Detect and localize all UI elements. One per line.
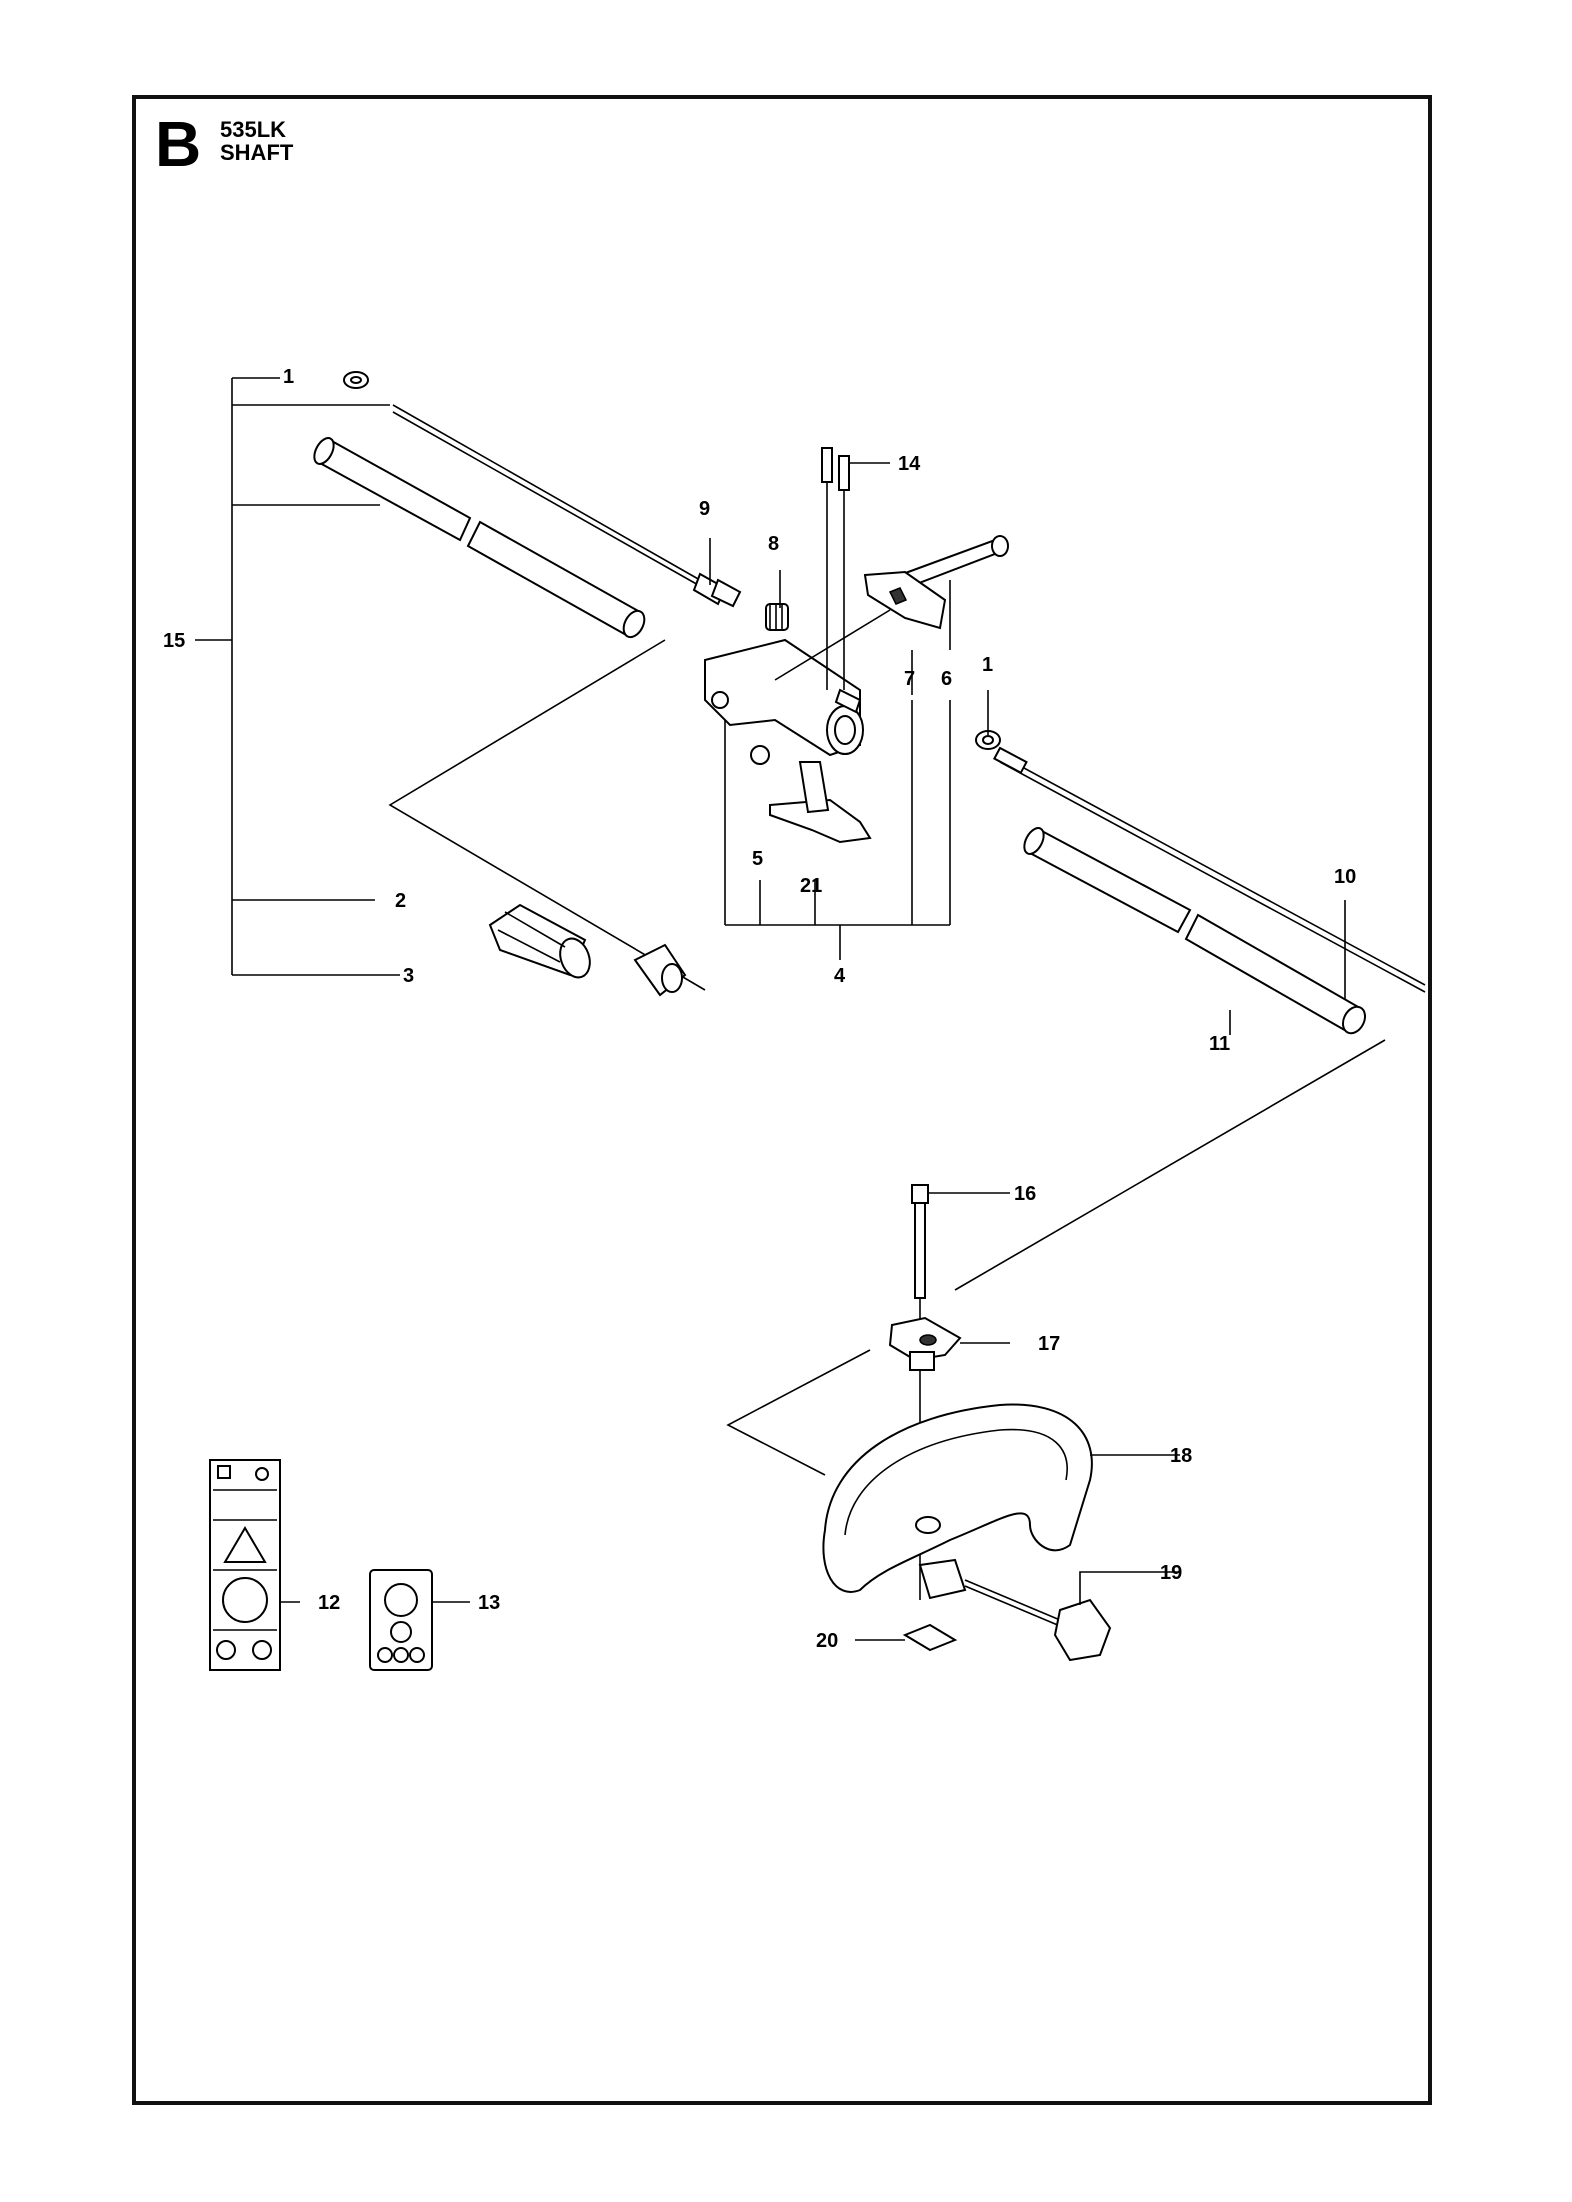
decal-13 (369, 1569, 470, 1671)
callout-4: 4 (834, 965, 846, 987)
drive-shaft-upper (392, 404, 742, 608)
diagram-frame (132, 95, 1432, 2105)
callout-5: 5 (752, 848, 763, 870)
square-nut-20 (855, 1623, 958, 1652)
callout-11: 11 (1209, 1033, 1230, 1055)
callout-12: 12 (318, 1592, 340, 1614)
callout-19: 19 (1160, 1562, 1182, 1584)
callout-1-top: 1 (283, 366, 294, 388)
leader-lines (709, 462, 1346, 1035)
callout-2: 2 (395, 890, 406, 912)
callout-21: 21 (800, 875, 822, 897)
washer-1-right (975, 730, 1001, 750)
collar-3 (633, 943, 687, 997)
decal-12 (209, 1459, 300, 1671)
callout-9: 9 (699, 498, 710, 520)
assembly-line-left (388, 639, 706, 991)
callout-6: 6 (941, 668, 952, 690)
washer-1-top (343, 371, 369, 389)
group-name: SHAFT (220, 140, 294, 166)
nut-8 (765, 603, 789, 631)
section-letter: B (155, 108, 202, 180)
callout-17: 17 (1038, 1333, 1060, 1355)
model-number: 535LK (220, 117, 287, 142)
clamp-housing (704, 638, 864, 757)
callout-20: 20 (816, 1630, 838, 1652)
bracket-15 (195, 377, 400, 976)
callout-8: 8 (768, 533, 779, 555)
handle-clamp-19 (918, 1558, 1180, 1662)
callout-3: 3 (403, 965, 414, 987)
drive-shaft-lower (993, 746, 1426, 993)
assembly-line-right (954, 1039, 1386, 1291)
bracket-4 (724, 700, 951, 960)
nut-5 (750, 745, 770, 765)
callout-16: 16 (1014, 1183, 1036, 1205)
callout-1-right: 1 (982, 654, 993, 676)
callout-14: 14 (898, 453, 921, 475)
wing-nut-17 (888, 1316, 1010, 1371)
callout-labels: 1 14 9 8 15 7 6 1 5 21 10 2 3 4 11 16 17… (163, 366, 1356, 1652)
callout-7: 7 (904, 668, 915, 690)
shaft-tube-upper (313, 437, 646, 639)
coupler-2 (488, 903, 591, 979)
screws-14 (821, 447, 850, 690)
callout-15: 15 (163, 630, 185, 652)
shaft-tube-lower (1023, 827, 1367, 1035)
callout-13: 13 (478, 1592, 500, 1614)
model-title: 535LK SHAFT (220, 118, 293, 164)
loop-handle-18 (822, 1403, 1180, 1593)
clip-21 (769, 761, 872, 844)
callout-18: 18 (1170, 1445, 1192, 1467)
callout-10: 10 (1334, 866, 1356, 888)
assembly-line-handle (726, 1349, 871, 1476)
lever-7 (774, 570, 947, 681)
